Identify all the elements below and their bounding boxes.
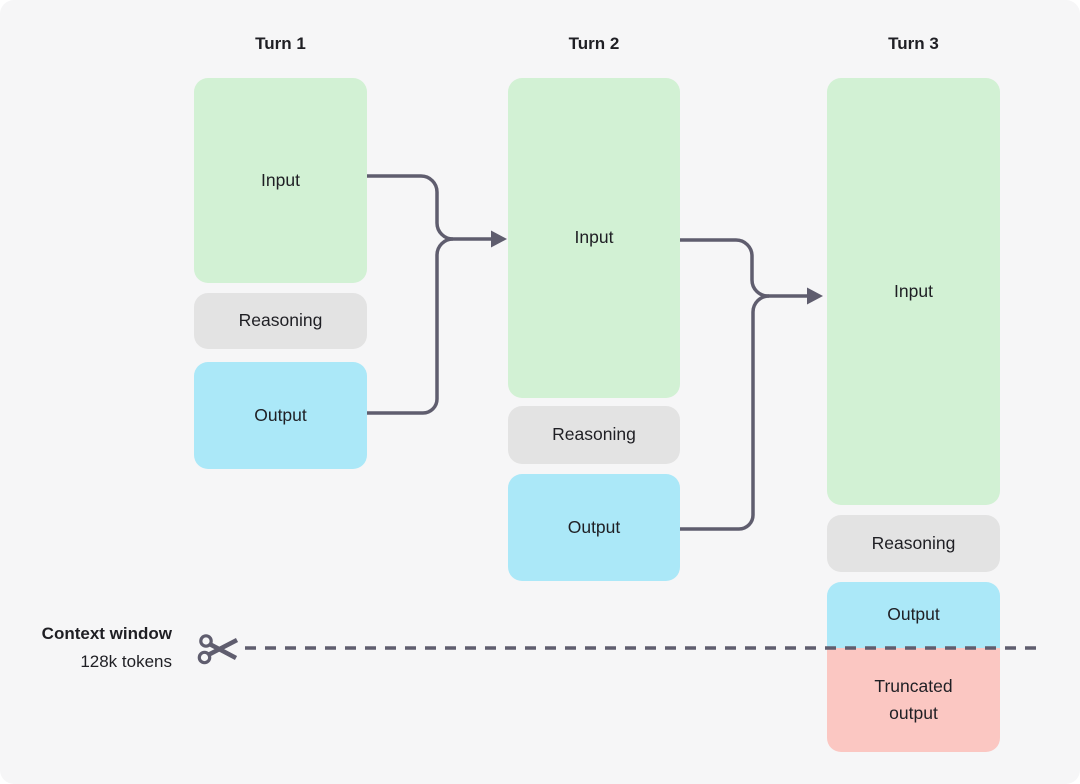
turn-3-reasoning-label: Reasoning — [871, 532, 956, 553]
arrowhead-into-turn2 — [491, 230, 507, 248]
turn-3-truncated-output-box: Truncated output — [827, 648, 1000, 752]
turn-1-input-box: Input — [194, 78, 367, 283]
turn-2-reasoning-box: Reasoning — [508, 406, 680, 464]
turn-3-reasoning-box: Reasoning — [827, 515, 1000, 572]
arrow-turn2-input-path — [680, 238, 808, 298]
turn-3-truncated-output-label: Truncated output — [874, 675, 953, 723]
arrow-turn1-output-path — [367, 237, 454, 415]
turn-2-input-label: Input — [574, 227, 614, 248]
arrow-turn2-output-path — [680, 294, 770, 531]
turn-3-output-box: Output — [827, 582, 1000, 648]
turn-1-input-label: Input — [261, 169, 300, 190]
context-window-title: Context window — [41, 624, 172, 643]
turn-1-title: Turn 1 — [255, 34, 306, 53]
context-window-subtitle: 128k tokens — [80, 652, 172, 671]
turn-3-title: Turn 3 — [888, 34, 939, 53]
turn-1-output-label: Output — [254, 404, 307, 425]
context-window-label: Context window 128k tokens — [20, 620, 172, 676]
arrowhead-into-turn3 — [807, 287, 823, 305]
turn-2-output-box: Output — [508, 474, 680, 581]
turn-3-input-box: Input — [827, 78, 1000, 505]
turn-3-input-label: Input — [894, 280, 933, 301]
turn-2-title: Turn 2 — [568, 34, 620, 53]
turn-1-output-box: Output — [194, 362, 367, 469]
turn-2-output-label: Output — [567, 516, 621, 537]
turn-2-reasoning-label: Reasoning — [552, 424, 636, 445]
turn-3-output-label: Output — [887, 604, 940, 625]
turn-2-input-box: Input — [508, 78, 680, 398]
turn-1-reasoning-label: Reasoning — [238, 310, 323, 331]
scissors-icon — [197, 634, 239, 665]
arrow-turn1-input-path — [367, 174, 492, 241]
turn-1-reasoning-box: Reasoning — [194, 293, 367, 349]
